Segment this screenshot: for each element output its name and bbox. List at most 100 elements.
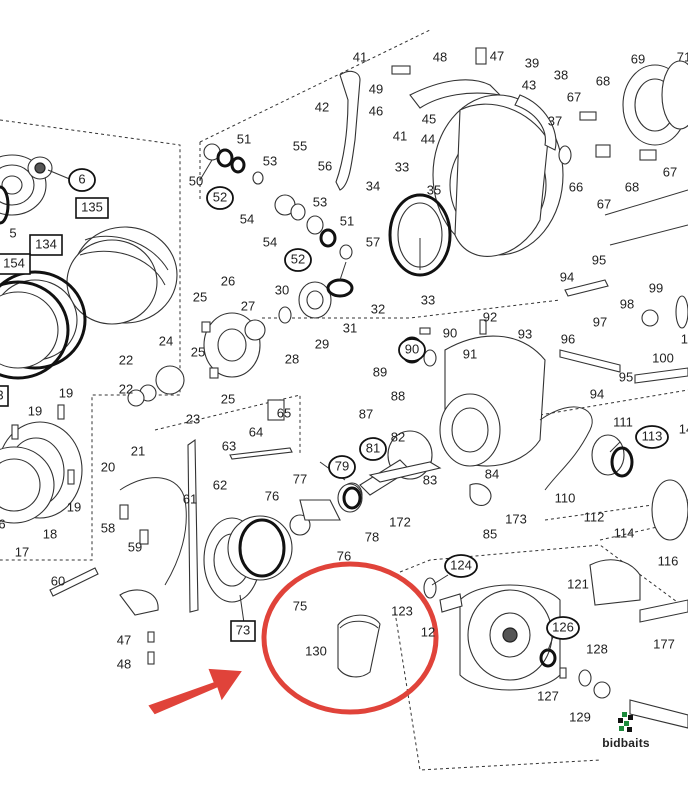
part-number-label: 14 [679,421,688,436]
part-number-label: 33 [421,292,435,307]
part-number-label: 92 [483,309,497,324]
part-number-label: 128 [586,641,608,656]
part-number-label: 47 [490,48,504,63]
part-number-label: 21 [131,443,145,458]
part-number-label: 38 [554,67,568,82]
bail-and-rotor [335,47,688,277]
label-box [0,385,9,407]
part-number-label: 82 [391,429,405,444]
part-number-label: 94 [560,269,574,284]
part-number-label: 47 [117,632,131,647]
circled-part-label: 126 [546,616,580,640]
part-number-label: 97 [593,314,607,329]
part-number-label: 68 [625,179,639,194]
part-number-label: 60 [51,573,65,588]
part-number-label: 112 [584,509,605,524]
boxed-part-label: 134 [29,234,63,256]
highlight-callout [148,561,439,715]
boxed-part-number: 3 [0,387,4,402]
side-cover-assembly [0,404,83,524]
part-number-label: 78 [365,529,379,544]
label-oval [635,425,669,449]
circled-part-label: 81 [359,437,387,461]
label-box [0,253,31,275]
circled-part-number: 126 [552,619,574,634]
part-number-label: 10 [681,331,688,346]
part-number-label: 28 [285,351,299,366]
part-number-label: 43 [522,77,536,92]
circled-part-number: 113 [642,428,663,443]
part-number-label: 94 [590,386,604,401]
part-number-label: 59 [128,539,142,554]
part-number-label: 54 [240,211,254,226]
part-number-label: 55 [293,138,307,153]
part-number-label: 12 [421,624,435,639]
part-number-label: 37 [548,113,562,128]
watermark: bidbaits [594,712,658,752]
part-number-label: 41 [353,49,367,64]
part-number-label: 48 [117,656,131,671]
part-number-label: 84 [485,466,499,481]
circled-part-label: 52 [206,186,234,210]
part-number-label: 85 [483,526,497,541]
label-oval [328,455,356,479]
circled-part-number: 90 [405,341,419,356]
part-number-label: 95 [592,252,606,267]
label-box [29,234,63,256]
part-number-label: 49 [369,81,383,96]
part-number-label: 87 [359,406,373,421]
part-number-label: 6 [0,516,6,531]
part-number-label: 30 [275,282,289,297]
part-number-label: 77 [293,471,307,486]
circled-part-label: 79 [328,455,356,479]
circled-part-number: 6 [78,171,85,186]
part-number-label: 17 [15,544,29,559]
part-number-label: 88 [391,388,405,403]
part-number-label: 67 [567,89,581,104]
part-number-label: 53 [263,153,277,168]
part-number-label: 33 [395,159,409,174]
part-number-label: 76 [337,548,351,563]
part-number-label: 111 [613,414,633,429]
boxed-part-number: 135 [81,199,103,214]
part-number-label: 19 [67,499,81,514]
part-number-label: 75 [293,598,307,613]
part-number-label: 22 [119,381,133,396]
handle-assembly [423,559,688,729]
part-number-label: 121 [567,576,589,591]
part-number-label: 172 [389,514,411,529]
part-number-label: 25 [193,289,207,304]
circled-part-number: 79 [335,458,349,473]
part-number-label: 26 [221,273,235,288]
part-number-label: 22 [119,352,133,367]
circled-part-label: 124 [444,554,478,578]
rotor-gear [49,399,442,665]
part-number-label: 69 [631,51,645,66]
part-number-label: 19 [59,385,73,400]
boxed-part-number: 134 [35,236,57,251]
part-number-label: 25 [191,344,205,359]
label-oval [359,437,387,461]
part-number-label: 67 [663,164,677,179]
circled-part-number: 81 [366,440,380,455]
part-number-label: 93 [518,326,532,341]
part-number-label: 91 [463,346,477,361]
label-oval [284,248,312,272]
part-number-label: 64 [249,424,263,439]
bidbaits-logo-icon [618,712,633,732]
boxed-part-label: 3 [0,385,9,407]
part-number-label: 44 [421,131,435,146]
roller-bearings [203,143,353,260]
part-number-label: 130 [305,643,327,658]
part-number-label: 116 [658,553,679,568]
part-number-label: 31 [343,320,357,335]
circled-part-label: 90 [398,338,426,362]
part-number-label: 71 [677,49,688,64]
part-number-label: 90 [443,325,457,340]
part-number-label: 58 [101,520,115,535]
label-box [230,620,256,642]
part-number-label: 46 [369,103,383,118]
part-number-label: 5 [9,225,16,240]
